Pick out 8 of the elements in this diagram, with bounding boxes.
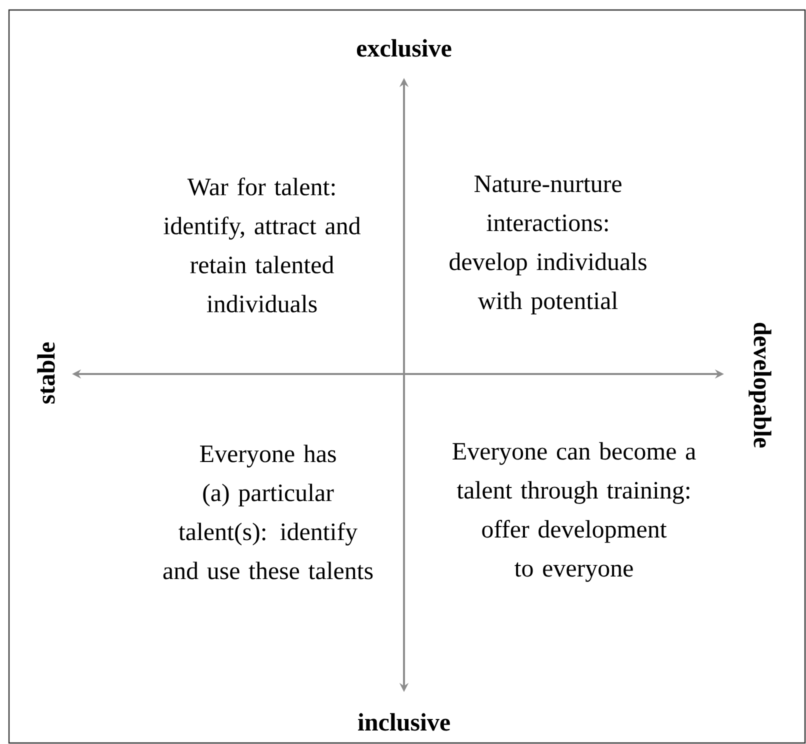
quadrant-text: Everyone has (a) particular talent(s): identify and use these talents [163, 444, 373, 580]
axis-label: exclusive [356, 39, 452, 57]
axis-label: inclusive [358, 713, 450, 731]
quadrant-text: Nature-nurture interactions: develop individuals with potential [450, 176, 646, 314]
quadrant-text: War for talent: identify, attract and retain talented individuals [164, 178, 361, 312]
quadrant-text: Everyone can become a talent through training: offer development to everyone [452, 442, 696, 582]
axis-label: stable [37, 342, 55, 404]
axis-label: developable [748, 322, 772, 448]
